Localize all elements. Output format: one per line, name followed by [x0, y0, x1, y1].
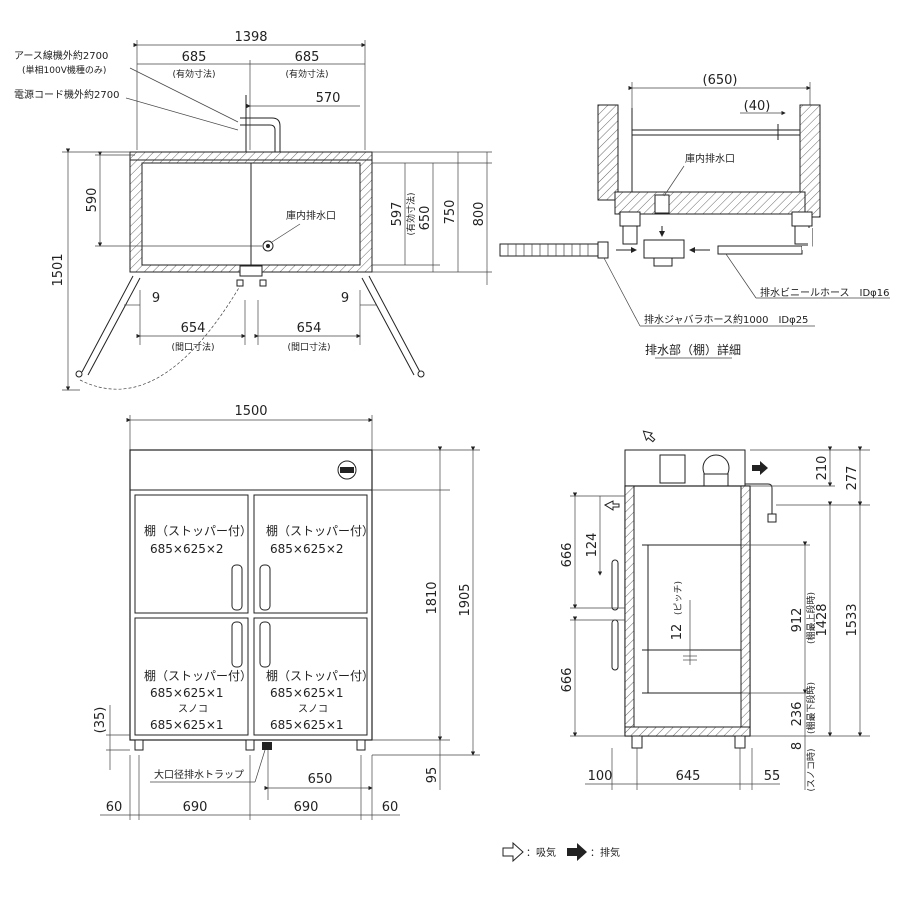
legend: ：吸気 ：排気 [502, 841, 620, 863]
dim-210: 210 [815, 456, 830, 481]
bottom-60-right: 60 [382, 800, 399, 815]
dim-666-bottom: 666 [560, 668, 575, 693]
top-view: 1398 685 685 (有効寸法) (有効寸法) アース線機外約2700 (… [14, 30, 492, 391]
dim-912: 912 [790, 608, 805, 633]
dim-95: 95 [425, 767, 440, 784]
shelf-bl-title: 棚（ストッパー付） [144, 668, 252, 683]
dim-750: 750 [443, 200, 458, 225]
dim-35: (35) [93, 707, 108, 734]
bottom-645: 645 [676, 769, 701, 784]
detail-dim-650: (650) [703, 73, 738, 88]
bottom-690-left: 690 [183, 800, 208, 815]
earth-wire-note: アース線機外約2700 [14, 49, 108, 62]
dim-8: 8 [790, 742, 805, 750]
detail-dim-40: (40) [744, 99, 771, 114]
dim-685-left: 685 [182, 50, 207, 65]
opening-654-left: 654 [181, 321, 206, 336]
dim-236: 236 [790, 702, 805, 727]
dim-124: 124 [585, 533, 600, 558]
dim-12-note: (ピッチ) [673, 581, 684, 615]
top-drain-label: 庫内排水口 [286, 209, 336, 222]
effective-note-left: (有効寸法) [172, 68, 215, 80]
dim-1533: 1533 [845, 603, 860, 636]
dim-1501: 1501 [51, 253, 66, 286]
shelf-br-sub: スノコ [298, 704, 328, 715]
bottom-100: 100 [588, 769, 613, 784]
gap-9-left: 9 [152, 291, 160, 306]
shelf-tl-title: 棚（ストッパー付） [144, 523, 252, 538]
shelf-tl-size: 685×625×2 [150, 542, 224, 556]
drain-detail: (650) (40) 庫内排水口 [499, 73, 890, 359]
bottom-55: 55 [764, 769, 781, 784]
dim-590: 590 [85, 188, 100, 213]
dim-12-pitch: 12 [670, 624, 685, 641]
gap-9-right: 9 [341, 291, 349, 306]
shelf-bl-sub: スノコ [178, 704, 208, 715]
dim-1905: 1905 [458, 583, 473, 616]
dim-650: 650 [418, 206, 433, 231]
bellows-hose-label: 排水ジャバラホース約1000 IDφ25 [644, 313, 808, 326]
legend-intake: ：吸気 [526, 846, 556, 859]
exhaust-arrow-icon [567, 843, 587, 861]
detail-caption: 排水部（棚）詳細 [645, 342, 741, 357]
opening-note-left: (間口寸法) [171, 341, 214, 353]
opening-654-right: 654 [297, 321, 322, 336]
shelf-bl-size: 685×625×1 [150, 686, 224, 700]
shelf-tr-size: 685×625×2 [270, 542, 344, 556]
legend-exhaust: ：排気 [590, 846, 620, 859]
side-view: 12 (ピッチ) 666 124 666 210 277 912 (棚最上段時)… [560, 430, 870, 792]
shelf-br-sub-size: 685×625×1 [270, 718, 344, 732]
effective-note-right: (有効寸法) [285, 68, 328, 80]
dim-685-right: 685 [295, 50, 320, 65]
dim-277: 277 [845, 466, 860, 491]
bottom-60-left: 60 [106, 800, 123, 815]
vinyl-hose-label: 排水ビニールホース IDφ16 [760, 286, 889, 299]
shelf-tr-title: 棚（ストッパー付） [266, 523, 374, 538]
dim-666-top: 666 [560, 543, 575, 568]
dim-1810: 1810 [425, 581, 440, 614]
dim-1398: 1398 [234, 30, 267, 45]
earth-wire-sub: (単相100V機種のみ) [22, 64, 106, 76]
detail-drain-label: 庫内排水口 [685, 152, 735, 165]
trap-label: 大口径排水トラップ [154, 768, 244, 781]
dim-650-front: 650 [308, 772, 333, 787]
dim-912-note: (棚最上段時) [805, 592, 817, 644]
dim-236-note: (棚最下段時) [805, 682, 817, 734]
dim-597: 597 [390, 202, 405, 227]
dim-1500: 1500 [234, 404, 267, 419]
opening-note-right: (間口寸法) [287, 341, 330, 353]
front-view: 1500 棚（ストッパー付） 685×625×2 棚（ストッパー付） 685×6… [93, 404, 480, 820]
shelf-br-size: 685×625×1 [270, 686, 344, 700]
power-cord-note: 電源コード機外約2700 [14, 88, 119, 101]
dim-800: 800 [472, 202, 487, 227]
shelf-br-title: 棚（ストッパー付） [266, 668, 374, 683]
intake-arrow-icon [502, 841, 524, 863]
dim-1428: 1428 [815, 603, 830, 636]
bottom-690-right: 690 [294, 800, 319, 815]
shelf-bl-sub-size: 685×625×1 [150, 718, 224, 732]
dim-597-note: (有効寸法) [405, 192, 417, 235]
dim-570: 570 [316, 91, 341, 106]
dim-8-note: (スノコ時) [806, 748, 817, 791]
